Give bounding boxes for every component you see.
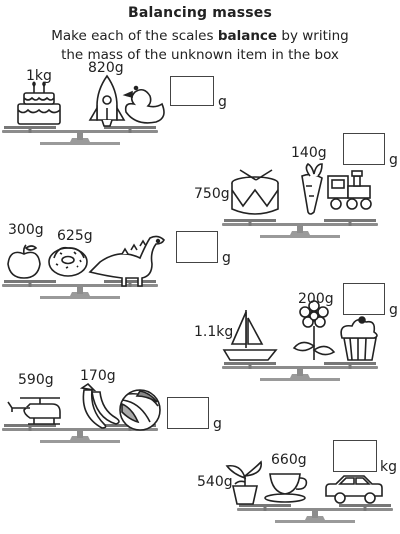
unit-label: g bbox=[218, 94, 227, 110]
drum-icon bbox=[231, 169, 279, 215]
plant-icon bbox=[225, 460, 262, 505]
bananas-icon bbox=[79, 382, 120, 429]
instructions: Make each of the scales balance by writi… bbox=[0, 27, 400, 65]
train-icon bbox=[327, 170, 372, 210]
mass-label-carrot: 140g bbox=[291, 145, 327, 161]
answer-box-dinosaur[interactable] bbox=[176, 231, 218, 263]
mass-label-rocket: 820g bbox=[88, 60, 124, 76]
answer-box-car[interactable] bbox=[333, 440, 377, 472]
sailboat-icon bbox=[222, 310, 278, 361]
answer-box-cupcake[interactable] bbox=[343, 283, 385, 315]
instruction-text: Make each of the scales bbox=[51, 28, 218, 44]
cupcake-icon bbox=[340, 316, 378, 361]
unit-label: kg bbox=[380, 459, 397, 475]
teacup-icon bbox=[264, 473, 308, 503]
mass-label-drum: 750g bbox=[194, 186, 230, 202]
scale-2 bbox=[220, 163, 380, 240]
mass-label-flower: 200g bbox=[298, 291, 334, 307]
dinosaur-icon bbox=[88, 235, 165, 287]
ball-icon bbox=[119, 389, 161, 431]
mass-label-cake: 1kg bbox=[26, 68, 52, 84]
answer-box-ball[interactable] bbox=[167, 397, 209, 429]
answer-box-duck[interactable] bbox=[170, 76, 214, 106]
rocket-icon bbox=[88, 74, 126, 127]
mass-label-teacup: 660g bbox=[271, 452, 307, 468]
scale-3 bbox=[0, 235, 165, 301]
helicopter-icon bbox=[7, 397, 61, 425]
instruction-text: by writing bbox=[277, 28, 349, 44]
scale-1 bbox=[0, 74, 165, 147]
mass-label-helicopter: 590g bbox=[18, 372, 54, 388]
scale-6 bbox=[225, 460, 395, 525]
unit-label: g bbox=[389, 152, 398, 168]
flower-icon bbox=[292, 300, 336, 360]
answer-box-train[interactable] bbox=[343, 133, 385, 165]
donut-icon bbox=[48, 246, 88, 277]
instruction-text: the mass of the unknown item in the box bbox=[61, 47, 339, 63]
cake-icon bbox=[17, 81, 61, 125]
unit-label: g bbox=[222, 250, 231, 266]
mass-label-apple: 300g bbox=[8, 222, 44, 238]
page-title: Balancing masses bbox=[127, 5, 273, 21]
mass-label-plant: 540g bbox=[197, 474, 233, 490]
mass-label-sailboat: 1.1kg bbox=[194, 324, 234, 340]
apple-icon bbox=[7, 244, 41, 279]
scale-4 bbox=[220, 300, 380, 383]
instruction-emphasis: balance bbox=[217, 28, 278, 44]
scale-5 bbox=[0, 382, 161, 445]
car-icon bbox=[325, 475, 383, 504]
duck-icon bbox=[122, 85, 165, 124]
unit-label: g bbox=[389, 302, 398, 318]
mass-label-bananas: 170g bbox=[80, 368, 116, 384]
mass-label-donut: 625g bbox=[57, 228, 93, 244]
carrot-icon bbox=[301, 163, 323, 215]
unit-label: g bbox=[213, 416, 222, 432]
